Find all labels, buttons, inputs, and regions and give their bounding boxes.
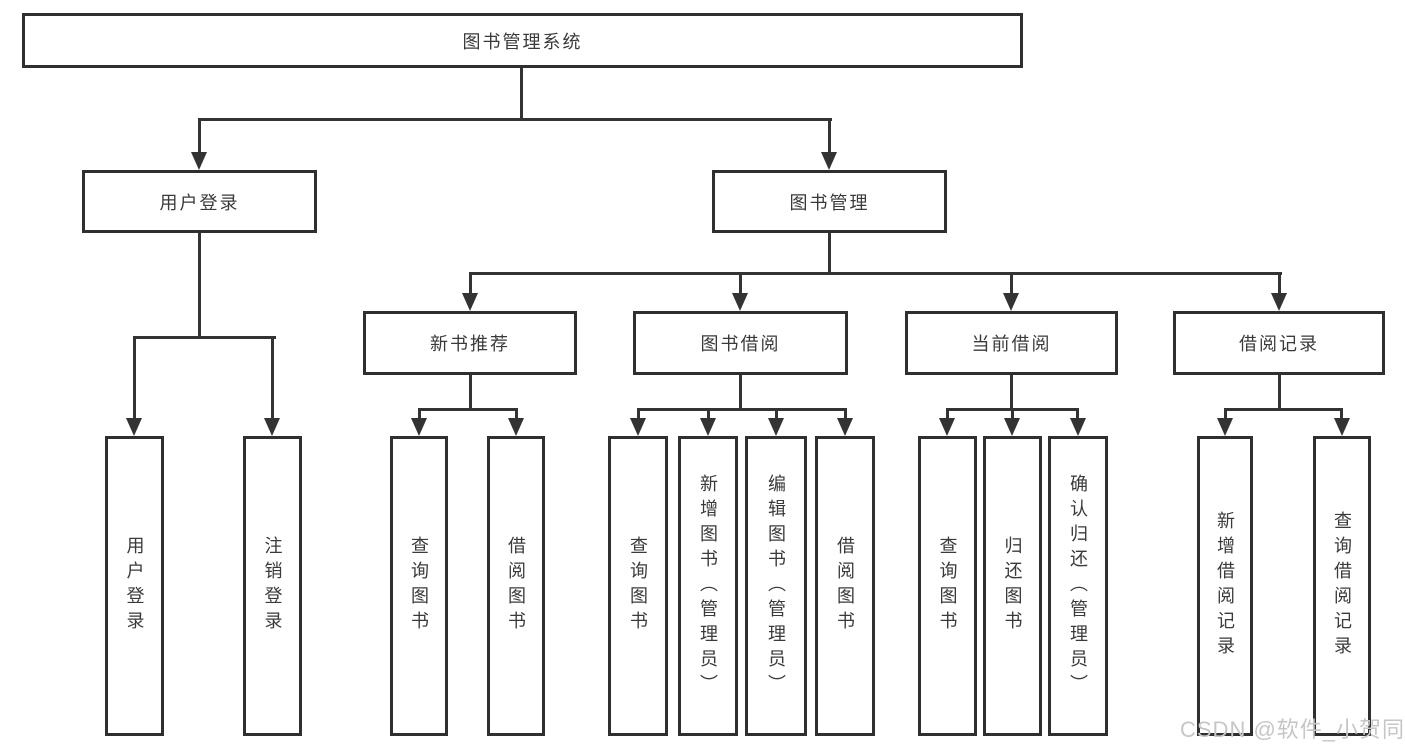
connector-line (1011, 408, 1014, 420)
leaf-edit-book-admin: 编辑图书（管理员） (745, 436, 807, 736)
connector-line (739, 375, 742, 408)
leaf-label: 新增图书（管理员） (698, 473, 718, 699)
node-label: 新书推荐 (430, 334, 510, 354)
arrow-down-icon (462, 293, 478, 311)
leaf-logout: 注销登录 (243, 436, 302, 736)
connector-line (637, 408, 846, 411)
connector-line (1076, 408, 1079, 420)
connector-line (828, 233, 831, 272)
connector-line (469, 375, 472, 408)
arrow-down-icon (939, 418, 955, 436)
connector-line (1340, 408, 1343, 420)
node-label: 图书管理系统 (462, 31, 583, 52)
leaf-add-book-admin: 新增图书（管理员） (678, 436, 738, 736)
node-label: 图书借阅 (700, 334, 781, 354)
connector-line (418, 408, 421, 420)
connector-line (828, 118, 831, 152)
node-label: 借阅记录 (1239, 334, 1319, 354)
node-book-management: 图书管理 (712, 170, 947, 233)
arrow-down-icon (1217, 418, 1233, 436)
leaf-label: 借阅图书 (506, 536, 526, 636)
connector-line (198, 233, 201, 336)
node-label: 图书管理 (789, 192, 870, 213)
connector-line (1010, 375, 1013, 408)
connector-line (946, 408, 949, 420)
arrow-down-icon (700, 418, 716, 436)
arrow-down-icon (508, 418, 524, 436)
leaf-label: 借阅图书 (835, 536, 855, 636)
arrow-down-icon (1271, 293, 1287, 311)
node-borrowing-records: 借阅记录 (1173, 311, 1385, 375)
arrow-down-icon (1004, 418, 1020, 436)
arrow-down-icon (126, 418, 142, 436)
leaf-user-login: 用户登录 (105, 436, 164, 736)
connector-line (418, 408, 518, 411)
leaf-label: 注销登录 (262, 536, 283, 636)
node-label: 用户登录 (159, 192, 240, 213)
connector-line (520, 68, 523, 118)
leaf-label: 新增借阅记录 (1215, 511, 1235, 661)
leaf-label: 确认归还（管理员） (1068, 473, 1088, 699)
leaf-label: 查询图书 (409, 536, 429, 636)
leaf-query-books-recommend: 查询图书 (390, 436, 448, 736)
leaf-label: 编辑图书（管理员） (766, 473, 786, 699)
node-current-borrowing: 当前借阅 (905, 311, 1118, 375)
leaf-confirm-return-admin: 确认归还（管理员） (1048, 436, 1108, 736)
leaf-borrow-books-borrowing: 借阅图书 (815, 436, 875, 736)
leaf-label: 查询图书 (937, 536, 958, 636)
leaf-label: 查询借阅记录 (1332, 511, 1352, 661)
connector-line (775, 408, 778, 420)
arrow-down-icon (191, 152, 207, 170)
connector-line (637, 408, 640, 420)
connector-line (133, 336, 136, 418)
connector-line (1224, 408, 1343, 411)
connector-line (469, 272, 472, 293)
connector-line (198, 118, 201, 152)
connector-line (469, 272, 1282, 275)
connector-line (271, 336, 274, 418)
arrow-down-icon (1003, 293, 1019, 311)
connector-line (515, 408, 518, 420)
connector-line (1010, 272, 1013, 293)
connector-line (133, 336, 276, 339)
leaf-add-borrow-record: 新增借阅记录 (1197, 436, 1253, 736)
leaf-label: 用户登录 (124, 536, 145, 636)
connector-line (1278, 272, 1281, 293)
arrow-down-icon (411, 418, 427, 436)
connector-line (739, 272, 742, 293)
arrow-down-icon (837, 418, 853, 436)
node-library-management-system: 图书管理系统 (22, 13, 1023, 68)
arrow-down-icon (264, 418, 280, 436)
leaf-query-books-current: 查询图书 (918, 436, 977, 736)
connector-line (844, 408, 847, 420)
leaf-query-borrow-record: 查询借阅记录 (1313, 436, 1371, 736)
node-book-borrowing: 图书借阅 (633, 311, 848, 375)
leaf-return-books: 归还图书 (983, 436, 1042, 736)
watermark: CSDN @软件_小贺同学 (1180, 717, 1405, 742)
leaf-borrow-books-recommend: 借阅图书 (487, 436, 545, 736)
arrow-down-icon (1334, 418, 1350, 436)
arrow-down-icon (630, 418, 646, 436)
leaf-query-books-borrowing: 查询图书 (608, 436, 668, 736)
leaf-label: 查询图书 (628, 536, 648, 636)
arrow-down-icon (732, 293, 748, 311)
node-user-login: 用户登录 (82, 170, 317, 233)
leaf-label: 归还图书 (1002, 536, 1023, 636)
node-new-book-recommendation: 新书推荐 (363, 311, 577, 375)
connector-line (198, 118, 832, 121)
connector-line (1278, 375, 1281, 408)
connector-line (1224, 408, 1227, 420)
node-label: 当前借阅 (971, 334, 1052, 354)
arrow-down-icon (821, 152, 837, 170)
arrow-down-icon (768, 418, 784, 436)
arrow-down-icon (1070, 418, 1086, 436)
connector-line (707, 408, 710, 420)
